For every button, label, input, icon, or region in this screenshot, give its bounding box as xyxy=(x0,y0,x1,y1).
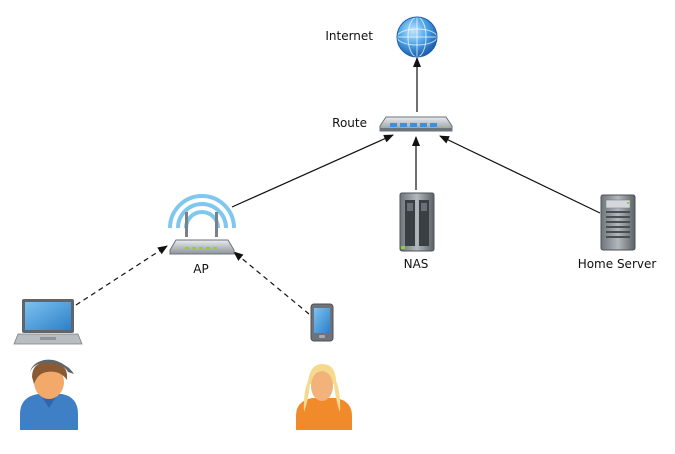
globe-icon xyxy=(396,16,438,58)
male-user-icon xyxy=(20,359,78,430)
server-tower-icon xyxy=(600,194,636,251)
connection-server-route xyxy=(439,135,601,214)
ap-label: AP xyxy=(193,262,208,276)
connection-laptop-ap xyxy=(75,245,168,306)
connection-ap-route xyxy=(231,134,394,208)
connections xyxy=(75,57,601,315)
nas-label: NAS xyxy=(404,257,429,271)
nas-storage-icon xyxy=(399,192,435,252)
smartphone-icon xyxy=(310,303,334,342)
router-icon xyxy=(379,116,453,132)
female-user-icon xyxy=(296,364,352,430)
internet-label: Internet xyxy=(325,29,373,43)
home-server-label: Home Server xyxy=(578,257,657,271)
connection-phone-ap xyxy=(233,251,310,315)
laptop-icon xyxy=(13,299,83,345)
wifi-access-point-icon xyxy=(168,194,236,255)
route-label: Route xyxy=(332,116,367,130)
